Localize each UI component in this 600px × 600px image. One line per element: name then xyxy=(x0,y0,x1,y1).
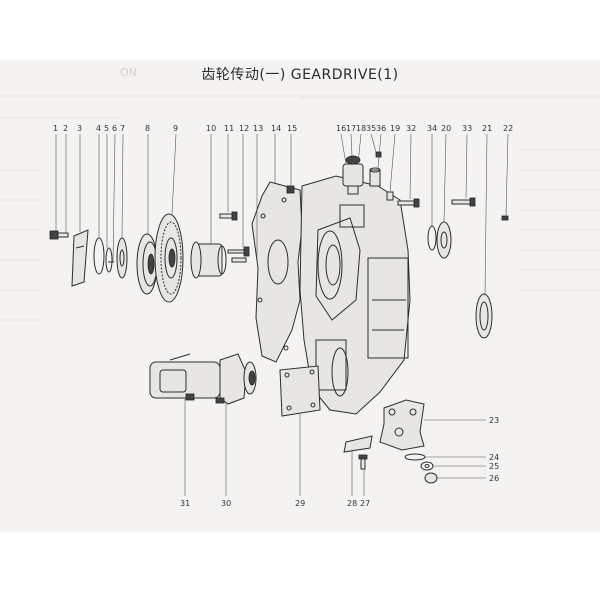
part-bolt-12 xyxy=(227,246,250,257)
part-plug-15 xyxy=(286,185,295,194)
callout-labels: 1 2 3 4 5 6 7 8 9 10 11 12 13 14 15 16 1… xyxy=(53,124,513,508)
callout-6: 6 xyxy=(112,124,117,133)
part-cover-plate-29 xyxy=(279,365,321,417)
callout-26: 26 xyxy=(489,474,499,483)
callout-19: 19 xyxy=(390,124,400,133)
callout-7: 7 xyxy=(120,124,125,133)
bleed-through-lines xyxy=(0,95,600,321)
part-cover-20 xyxy=(436,221,452,259)
part-bolt-1-2 xyxy=(49,230,69,240)
callout-5: 5 xyxy=(104,124,109,133)
page-title: 齿轮传动(一) GEARDRIVE(1) xyxy=(201,67,399,83)
part-bolt-11 xyxy=(219,211,238,221)
callout-24: 24 xyxy=(489,453,499,462)
part-idler-gear-9 xyxy=(154,213,184,303)
bleed-through-text: ON xyxy=(120,66,137,79)
part-starter-motor-30-31 xyxy=(149,353,257,405)
callout-3: 3 xyxy=(77,124,82,133)
callout-20: 20 xyxy=(441,124,451,133)
callout-25: 25 xyxy=(489,462,499,471)
callout-27: 27 xyxy=(360,499,370,508)
part-bolt-32 xyxy=(397,198,420,208)
part-thrust-washer-7 xyxy=(116,237,128,279)
part-stud-19 xyxy=(386,191,394,201)
part-o-ring-34 xyxy=(427,225,437,251)
callout-21: 21 xyxy=(482,124,492,133)
callout-10: 10 xyxy=(206,124,216,133)
callout-2: 2 xyxy=(63,124,68,133)
part-dowel-13 xyxy=(231,257,247,263)
part-washer-25 xyxy=(420,461,434,471)
callout-1: 1 xyxy=(53,124,58,133)
callout-16: 16 xyxy=(336,124,346,133)
part-seal-ring-21 xyxy=(475,293,493,339)
callout-23: 23 xyxy=(489,416,499,425)
callout-12: 12 xyxy=(239,124,249,133)
callout-8: 8 xyxy=(145,124,150,133)
part-snap-ring-4 xyxy=(93,237,105,275)
part-retainer-plate-3 xyxy=(71,229,89,287)
part-idler-shaft-10 xyxy=(190,241,227,279)
part-bolt-27 xyxy=(358,454,368,470)
leader-lines xyxy=(55,133,509,496)
part-nut-26 xyxy=(424,472,438,484)
callout-17: 17 xyxy=(346,124,356,133)
part-housing-plate-14 xyxy=(251,181,303,363)
callout-13: 13 xyxy=(253,124,263,133)
part-main-housing xyxy=(299,175,411,415)
callout-15: 15 xyxy=(287,124,297,133)
callout-28: 28 xyxy=(347,499,357,508)
callout-30: 30 xyxy=(221,499,231,508)
callout-35: 35 xyxy=(366,124,376,133)
part-gasket-28 xyxy=(343,435,373,453)
part-screw-22 xyxy=(501,215,509,221)
callout-14: 14 xyxy=(271,124,281,133)
callout-22: 22 xyxy=(503,124,513,133)
callout-33: 33 xyxy=(462,124,472,133)
callout-18: 18 xyxy=(356,124,366,133)
callout-36: 36 xyxy=(376,124,386,133)
part-hub-gear-8 xyxy=(136,233,158,295)
part-bracket-23 xyxy=(379,399,425,451)
callout-29: 29 xyxy=(295,499,305,508)
part-fitting-35-36 xyxy=(369,151,382,187)
part-bolt-33 xyxy=(451,197,476,207)
callout-34: 34 xyxy=(427,124,437,133)
callout-32: 32 xyxy=(406,124,416,133)
callout-9: 9 xyxy=(173,124,178,133)
part-breather-16-18 xyxy=(342,155,364,195)
callout-31: 31 xyxy=(180,499,190,508)
callout-11: 11 xyxy=(224,124,234,133)
part-shim-24 xyxy=(404,453,426,461)
callout-4: 4 xyxy=(96,124,101,133)
